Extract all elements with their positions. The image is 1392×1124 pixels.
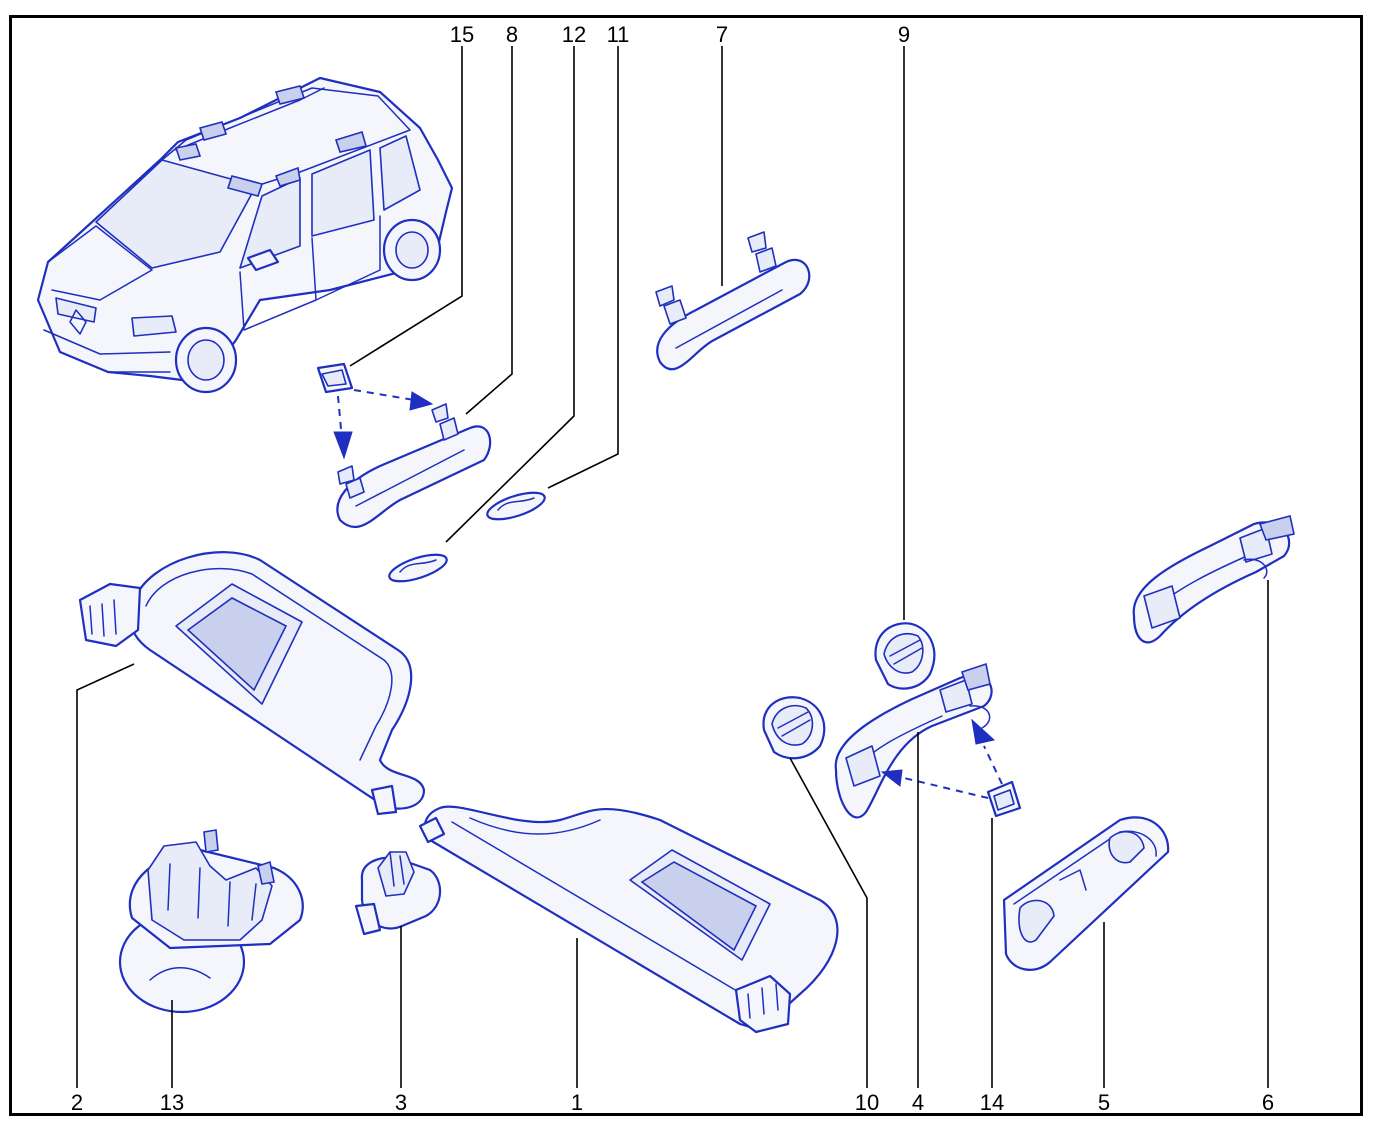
- callout-7: 7: [716, 22, 728, 47]
- leader-lines: [76, 46, 1269, 1088]
- part-2-sun-visor: [78, 551, 426, 816]
- callout-14: 14: [980, 1090, 1004, 1115]
- callout-4: 4: [912, 1090, 924, 1115]
- callout-5: 5: [1098, 1090, 1110, 1115]
- part-14-clip: [986, 780, 1022, 818]
- part-3-visor-clip: [354, 851, 442, 936]
- part-15-clip: [316, 362, 354, 394]
- part-6-grab-handle: [1132, 515, 1295, 644]
- callout-3: 3: [395, 1090, 407, 1115]
- part-4-grab-handle: [834, 662, 993, 819]
- part-13-interior-lamp: [118, 829, 304, 1014]
- callout-10: 10: [855, 1090, 879, 1115]
- assembly-arrows-14-4: [880, 718, 1003, 799]
- callout-13: 13: [160, 1090, 184, 1115]
- part-7-grab-handle: [655, 231, 811, 371]
- part-12-badge: [388, 553, 448, 583]
- assembly-arrows-15-8: [333, 389, 434, 460]
- callout-numbers-top: 15 8 12 11 7 9: [450, 22, 910, 47]
- callout-numbers-bottom: 2 13 3 1 10 4 14 5 6: [71, 1090, 1274, 1115]
- part-5-trim-cover: [1002, 816, 1170, 971]
- callout-8: 8: [506, 22, 518, 47]
- callout-2: 2: [71, 1090, 83, 1115]
- callout-9: 9: [898, 22, 910, 47]
- part-10-cap: [762, 696, 826, 760]
- callout-6: 6: [1262, 1090, 1274, 1115]
- car-illustration: [36, 76, 454, 394]
- part-8-grab-handle: [336, 403, 492, 528]
- callout-12: 12: [562, 22, 586, 47]
- part-1-sun-visor: [418, 805, 839, 1034]
- part-11-badge: [486, 491, 546, 521]
- callout-11: 11: [607, 22, 630, 47]
- callout-1: 1: [571, 1090, 583, 1115]
- part-9-cap: [874, 622, 936, 690]
- callout-15: 15: [450, 22, 474, 47]
